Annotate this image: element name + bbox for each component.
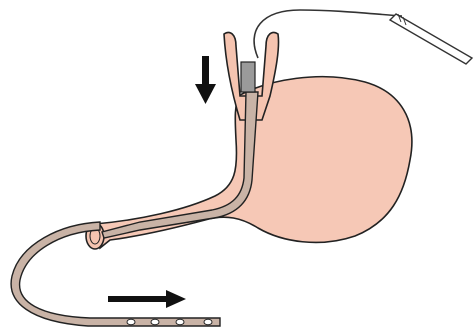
arrow-down-icon (195, 56, 216, 104)
arrow-right-icon (108, 290, 186, 308)
connector-handle (390, 14, 472, 64)
insertion-device (241, 62, 255, 92)
